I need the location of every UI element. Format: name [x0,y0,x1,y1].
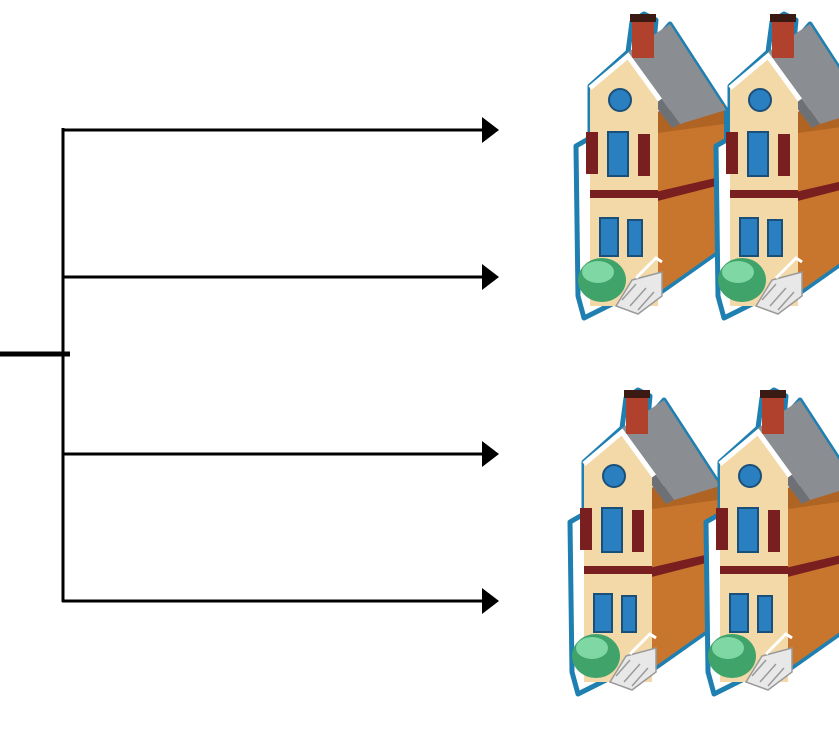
house-group-bottom [570,390,839,694]
branch-arrow-2 [62,264,499,290]
branch-arrow-3 [62,441,499,467]
branch-arrow-1 [62,117,499,143]
house-icon [706,390,839,694]
branch-arrow-4 [62,588,499,614]
house-icon [716,14,839,318]
house-icon [570,390,720,694]
house-group-top [576,14,839,318]
house-icon [576,14,726,318]
